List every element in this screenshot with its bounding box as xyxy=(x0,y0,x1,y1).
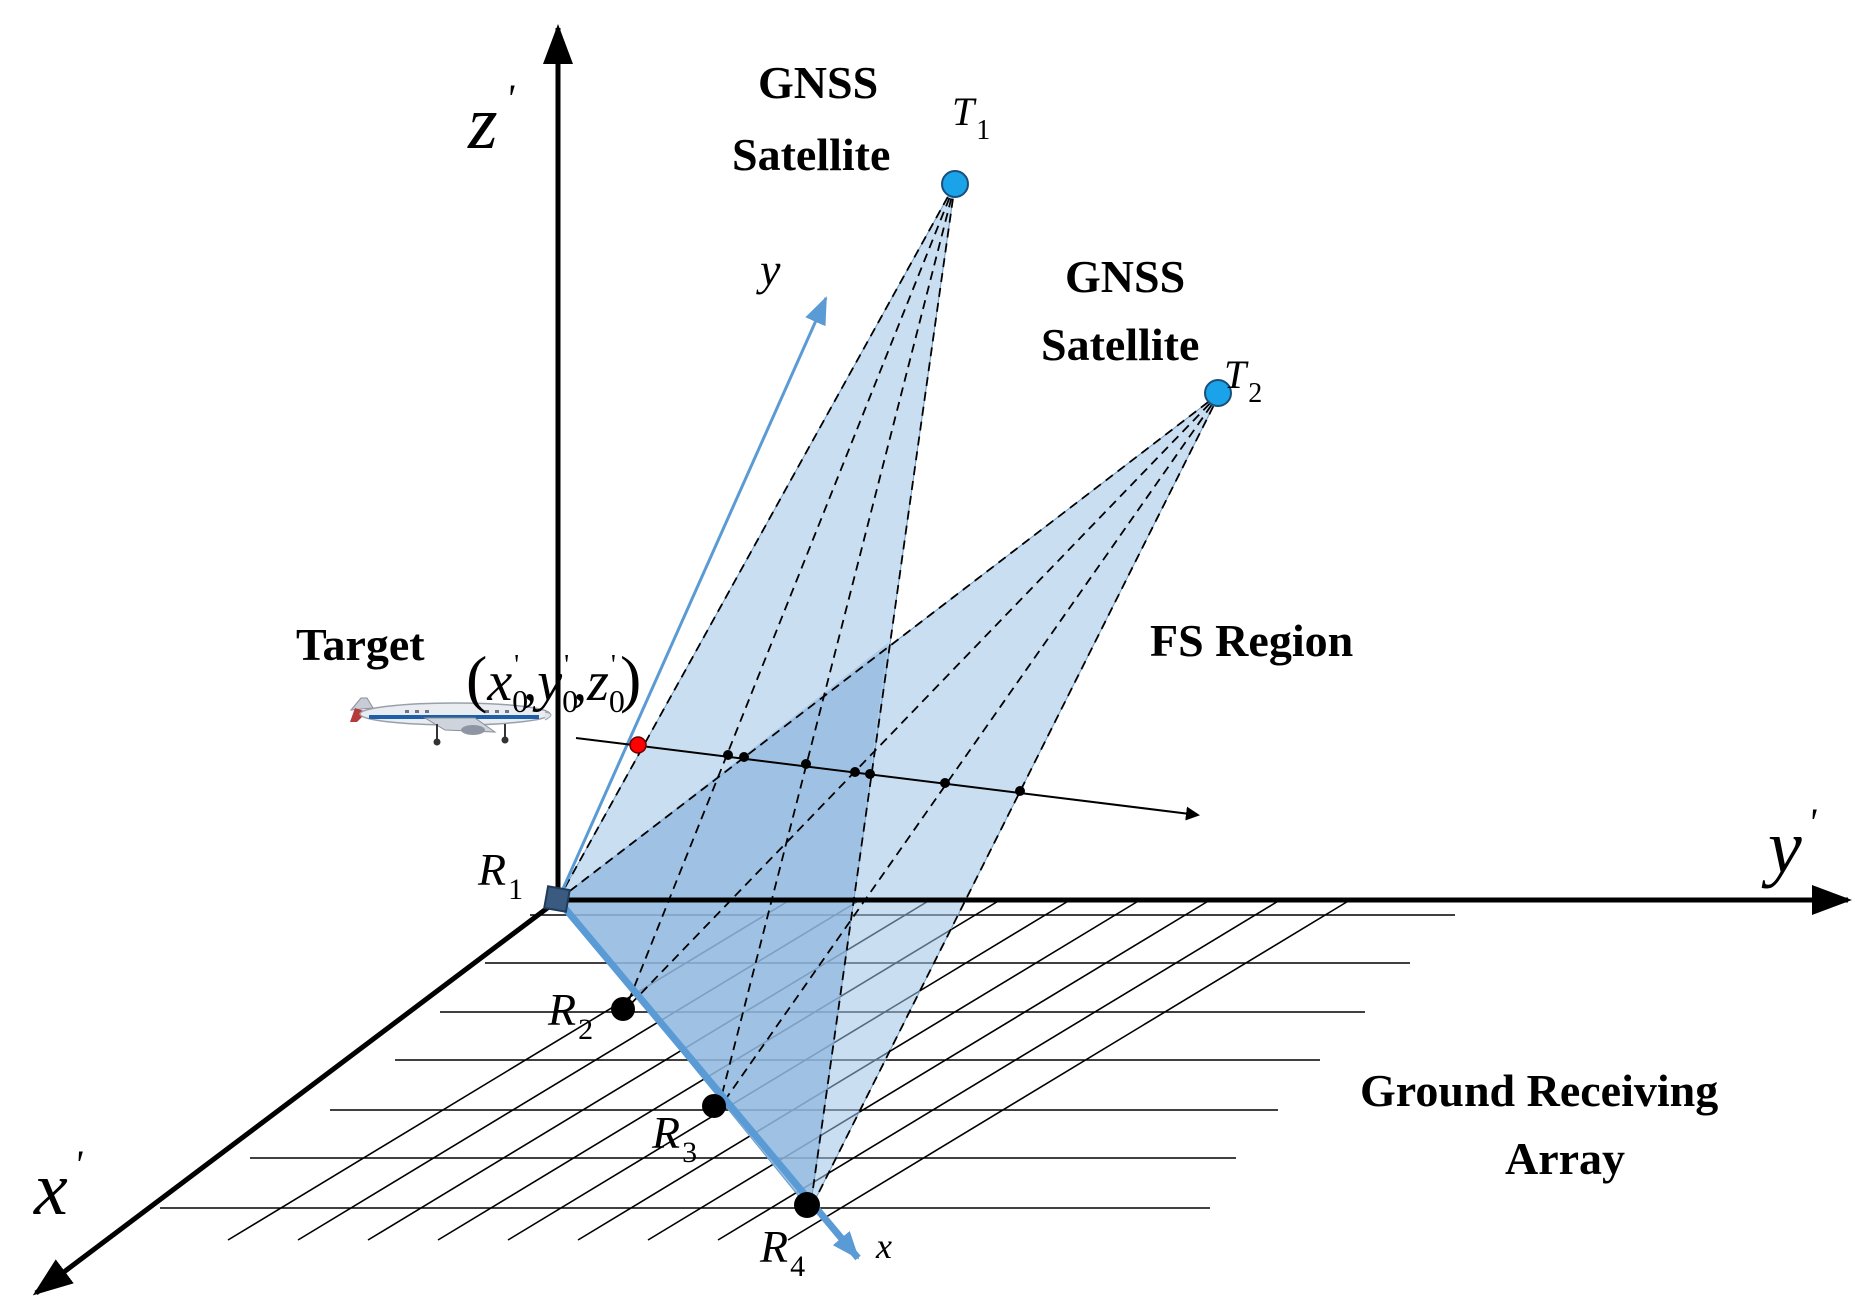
main-axes xyxy=(32,24,1852,1296)
x-prime-label: x' xyxy=(33,1142,84,1231)
local-y-label: y xyxy=(756,244,781,295)
z-prime-label: z' xyxy=(467,76,516,165)
y-prime-label: y' xyxy=(1761,800,1818,889)
satellite-rays xyxy=(557,183,1221,1211)
satellite-t2-line2: Satellite xyxy=(1041,319,1199,370)
target-coordinates: (x0',y0',z0') xyxy=(466,643,641,719)
satellite-t1-marker xyxy=(941,170,969,198)
receiver-r2-marker xyxy=(611,997,635,1021)
satellites xyxy=(941,170,1232,407)
ground-array-label-line1: Ground Receiving xyxy=(1360,1065,1718,1116)
receiver-r3-label: R3 xyxy=(651,1107,697,1169)
receivers xyxy=(543,885,820,1218)
receiver-labels: R1 R2 R3 R4 xyxy=(477,844,805,1283)
axis-labels: z' y' x' y x xyxy=(33,76,1818,1266)
satellite-t1-label: GNSS Satellite T1 xyxy=(732,57,990,180)
target-label: Target xyxy=(296,619,425,670)
receiver-r4-marker xyxy=(794,1192,820,1218)
fs-region-label: FS Region xyxy=(1150,615,1353,666)
local-x-label: x xyxy=(875,1226,892,1266)
fs-region-planes xyxy=(557,183,1221,1212)
receiver-r3-marker xyxy=(702,1094,726,1118)
airplane-icon xyxy=(349,697,552,746)
satellite-t2-label: GNSS Satellite T2 xyxy=(1041,251,1262,409)
receiver-r2-label: R2 xyxy=(547,984,593,1046)
plane-overlap xyxy=(558,643,888,1210)
satellite-t1-line2: Satellite xyxy=(732,129,890,180)
satellite-t2-symbol: T2 xyxy=(1224,352,1262,409)
target-trajectory xyxy=(575,737,1200,821)
satellite-t2-line1: GNSS xyxy=(1065,251,1185,302)
receiver-r1-label: R1 xyxy=(477,844,523,906)
receiver-r1-marker xyxy=(543,885,571,913)
receiver-r4-label: R4 xyxy=(759,1221,805,1283)
trajectory-crossing-points xyxy=(723,750,1025,796)
satellite-t2-marker xyxy=(1204,379,1232,407)
satellite-t1-line1: GNSS xyxy=(758,57,878,108)
ground-array-label-line2: Array xyxy=(1505,1133,1625,1184)
x-prime-axis xyxy=(32,898,560,1296)
satellite-t1-symbol: T1 xyxy=(952,89,990,146)
local-y-axis xyxy=(556,296,828,901)
target-point xyxy=(629,736,647,754)
